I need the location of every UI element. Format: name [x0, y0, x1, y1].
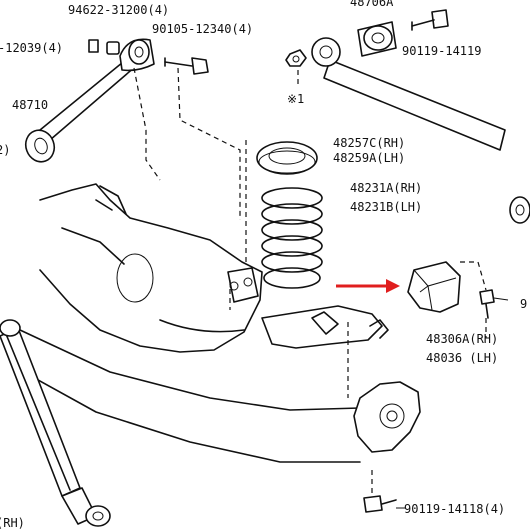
label-rh: (RH) — [0, 516, 25, 530]
label-12039: -12039(4) — [0, 41, 63, 55]
leader-lines — [133, 67, 487, 494]
axle-housing — [19, 183, 389, 463]
bolt-90119-14119 — [411, 9, 449, 31]
label-48231b: 48231B(LH) — [350, 200, 422, 214]
bound-stopper — [407, 261, 487, 313]
bolt-90105-12340 — [164, 57, 209, 75]
axle-end-flange — [353, 381, 421, 453]
label-48231a: 48231A(RH) — [350, 181, 422, 195]
label-48257c: 48257C(RH) — [333, 136, 405, 150]
label-48706a: 48706A — [350, 0, 394, 9]
nut-94622 — [88, 39, 120, 55]
coil-spring — [261, 187, 323, 289]
label-note1: ※1 — [287, 92, 304, 106]
label-2: 2) — [0, 143, 10, 157]
shock-absorber — [0, 319, 111, 527]
label-48306a: 48306A(RH) — [426, 332, 498, 346]
bolt-stopper — [479, 289, 509, 319]
label-48710: 48710 — [12, 98, 48, 112]
label-90119-14119: 90119-14119 — [402, 44, 481, 58]
label-48036: 48036 (LH) — [426, 351, 498, 365]
upper-control-arm — [311, 21, 506, 151]
spring-insulator — [256, 141, 318, 175]
label-90105-12340: 90105-12340(4) — [152, 22, 253, 36]
label-94622-31200: 94622-31200(4) — [68, 3, 169, 17]
nut-note1 — [285, 49, 307, 88]
red-indicator-arrow — [336, 279, 400, 293]
bolt-90119-14118 — [363, 495, 406, 513]
lateral-control-arm — [24, 38, 155, 163]
right-bushing — [509, 196, 530, 224]
label-90119-14118: 90119-14118(4) — [404, 502, 505, 516]
label-9: 9 — [520, 297, 527, 311]
label-48259a: 48259A(LH) — [333, 151, 405, 165]
